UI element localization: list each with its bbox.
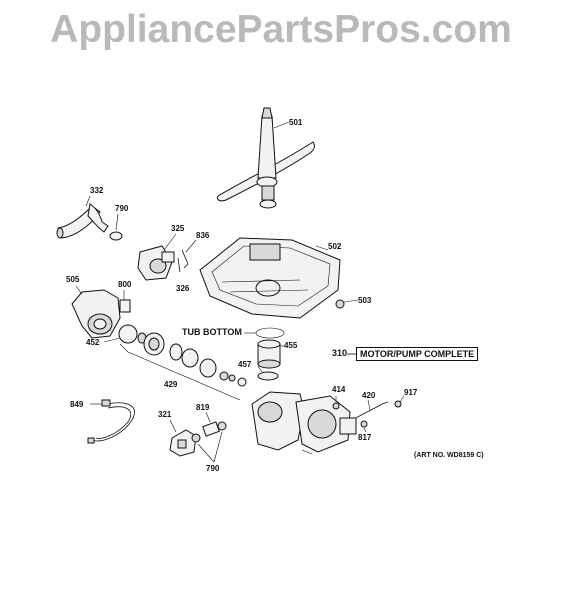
tub-bottom-label: TUB BOTTOM (182, 327, 242, 337)
tub-bottom-part (199, 237, 341, 339)
callout-849: 849 (70, 400, 84, 409)
callout-326: 326 (176, 284, 190, 293)
callout-414: 414 (332, 385, 346, 394)
wire-harness-part (87, 399, 135, 444)
motor-pump-complete-box: MOTOR/PUMP COMPLETE (356, 347, 479, 361)
clamp-part-lower (191, 411, 227, 463)
spray-arm-part (217, 107, 315, 209)
seal-part-455 (257, 339, 284, 381)
bracket-part-321 (169, 419, 197, 457)
callout-836: 836 (196, 231, 210, 240)
watermark-text: AppliancePartsPros.com (50, 8, 512, 51)
pump-housing-part (71, 285, 121, 339)
fitting-part-800 (119, 290, 131, 313)
callout-790-lower: 790 (206, 464, 220, 473)
callout-505: 505 (66, 275, 80, 284)
callout-819: 819 (196, 403, 210, 412)
callout-800: 800 (118, 280, 132, 289)
callout-332: 332 (90, 186, 104, 195)
callout-420: 420 (362, 391, 376, 400)
callout-325: 325 (171, 224, 185, 233)
callout-790-upper: 790 (115, 204, 129, 213)
callout-321: 321 (158, 410, 172, 419)
callout-457: 457 (238, 360, 252, 369)
callout-429: 429 (164, 380, 178, 389)
clamp-part-upper (109, 213, 123, 241)
callout-917: 917 (404, 388, 418, 397)
art-number: (ART NO. WD8159 C) (414, 452, 484, 459)
screw-part-503 (335, 299, 359, 309)
callout-452: 452 (86, 338, 100, 347)
motor-pump-part (251, 391, 357, 455)
callout-817: 817 (358, 433, 372, 442)
valve-part (137, 233, 197, 281)
callout-503: 503 (358, 296, 372, 305)
hose-part (56, 195, 109, 239)
callout-501: 501 (289, 118, 303, 127)
callout-455: 455 (284, 341, 298, 350)
bracket-part-420 (355, 395, 405, 433)
callout-502: 502 (328, 242, 342, 251)
callout-310: 310 (332, 348, 348, 358)
impeller-assembly-part (103, 324, 247, 401)
